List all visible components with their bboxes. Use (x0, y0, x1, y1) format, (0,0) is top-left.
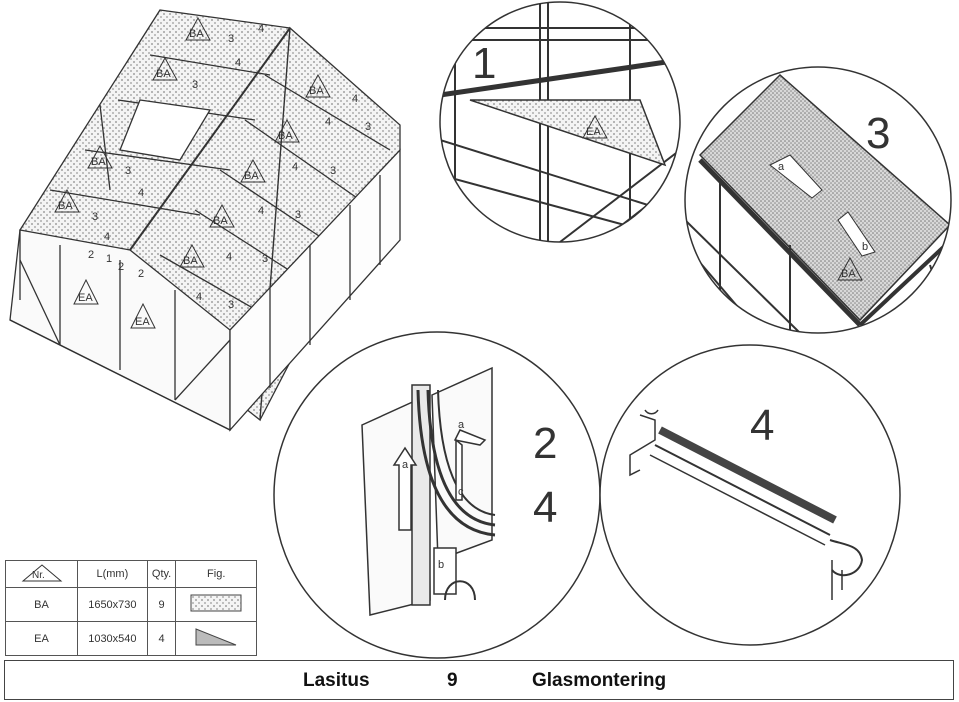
step-number: 2 (118, 261, 124, 273)
arrow-label-b: b (438, 559, 444, 571)
parts-table: Nr. L(mm) Qty. Fig. BA 1650x730 9 EA 103… (4, 559, 257, 656)
step-number: 3 (228, 33, 234, 45)
cell-nr: EA (4, 621, 79, 656)
step-number: 4 (226, 251, 232, 263)
svg-text:BA: BA (244, 170, 259, 182)
detail-circle-1: 1 EA (439, 1, 681, 243)
footer-title-right: Glasmontering (532, 670, 667, 691)
header-length: L(mm) (77, 559, 148, 589)
table-row: BA 1650x730 9 (4, 587, 257, 623)
step-number: 3 (192, 79, 198, 91)
step-number: 2 (138, 268, 144, 280)
panel-label-ba: BA (54, 188, 80, 213)
arrow-label-b: b (862, 241, 868, 253)
svg-text:EA: EA (135, 316, 150, 328)
table-header-row: Nr. L(mm) Qty. Fig. (4, 559, 257, 589)
step-number: 2 (88, 249, 94, 261)
detail-step-number: 4 (533, 483, 557, 532)
panel-label-ba: BA (87, 144, 113, 169)
footer-page-number: 9 (447, 670, 458, 691)
svg-text:BA: BA (156, 68, 171, 80)
greenhouse-labels: BA BA BA BA BA BA BA BA (54, 16, 371, 329)
detail-step-number: 3 (866, 109, 890, 158)
step-number: 3 (365, 121, 371, 133)
svg-text:BA: BA (58, 200, 73, 212)
nr-triangle-icon: Nr. (21, 563, 62, 582)
arrow-label-a: a (778, 161, 785, 173)
cell-fig (175, 621, 257, 656)
roof-window (119, 99, 212, 161)
panel-label-ba: BA (240, 158, 266, 183)
detail-panel-label: BA (841, 268, 856, 280)
detail-circle-4: 4 (599, 344, 901, 646)
header-nr: Nr. (4, 559, 79, 589)
step-number: 3 (295, 209, 301, 221)
step-number: 4 (138, 187, 144, 199)
step-number: 3 (262, 253, 268, 265)
step-number: 3 (125, 165, 131, 177)
svg-text:Nr.: Nr. (32, 570, 45, 581)
step-number: 4 (258, 23, 264, 35)
svg-text:BA: BA (309, 85, 324, 97)
svg-text:BA: BA (278, 130, 293, 142)
end-label-ea: EA (130, 302, 156, 329)
header-qty: Qty. (146, 559, 177, 589)
footer-bar: Lasitus 9 Glasmontering (4, 660, 954, 700)
svg-text:EA: EA (78, 292, 93, 304)
svg-text:BA: BA (189, 28, 204, 40)
end-label-ea: EA (73, 278, 99, 305)
panel-label-ba: BA (179, 243, 205, 268)
step-number: 1 (106, 253, 112, 265)
svg-text:BA: BA (183, 255, 198, 267)
cell-length: 1650x730 (77, 587, 148, 623)
side-wall (229, 148, 401, 432)
panel-label-ba: BA (274, 118, 300, 143)
step-number: 3 (92, 211, 98, 223)
detail-step-number: 4 (750, 401, 774, 450)
cell-qty: 4 (146, 621, 177, 656)
header-fig: Fig. (175, 559, 257, 589)
arrow-label-a: a (458, 419, 465, 431)
panel-label-ba: BA (152, 56, 178, 81)
step-number: 3 (228, 299, 234, 311)
step-number: 3 (330, 165, 336, 177)
panel-label-ba: BA (305, 73, 331, 98)
cell-fig (175, 587, 257, 623)
detail-step-number: 2 (533, 419, 557, 468)
footer-title-left: Lasitus (303, 670, 370, 691)
svg-text:BA: BA (213, 215, 228, 227)
step-number: 4 (196, 291, 202, 303)
step-number: 4 (292, 161, 298, 173)
detail-circle-2-4: 2 4 a a b c (273, 331, 601, 659)
step-number: 4 (325, 116, 331, 128)
arrow-label-a: a (402, 459, 409, 471)
step-number: 4 (104, 231, 110, 243)
detail-step-number: 1 (472, 39, 496, 88)
cell-nr: BA (4, 587, 79, 623)
arrow-label-c: c (458, 486, 464, 498)
step-number: 4 (258, 205, 264, 217)
step-number: 4 (352, 93, 358, 105)
svg-text:BA: BA (91, 156, 106, 168)
triangle-panel-icon (195, 628, 237, 646)
cell-qty: 9 (146, 587, 177, 623)
greenhouse-drawing (9, 9, 401, 432)
rectangle-panel-icon (190, 594, 242, 612)
step-number: 4 (235, 57, 241, 69)
table-row: EA 1030x540 4 (4, 621, 257, 656)
detail-circle-3: 3 a b BA (684, 66, 952, 334)
panel-label-ba: BA (209, 203, 235, 228)
panel-label-ba: BA (185, 16, 211, 41)
cell-length: 1030x540 (77, 621, 148, 656)
detail-panel-label: EA (586, 126, 601, 138)
